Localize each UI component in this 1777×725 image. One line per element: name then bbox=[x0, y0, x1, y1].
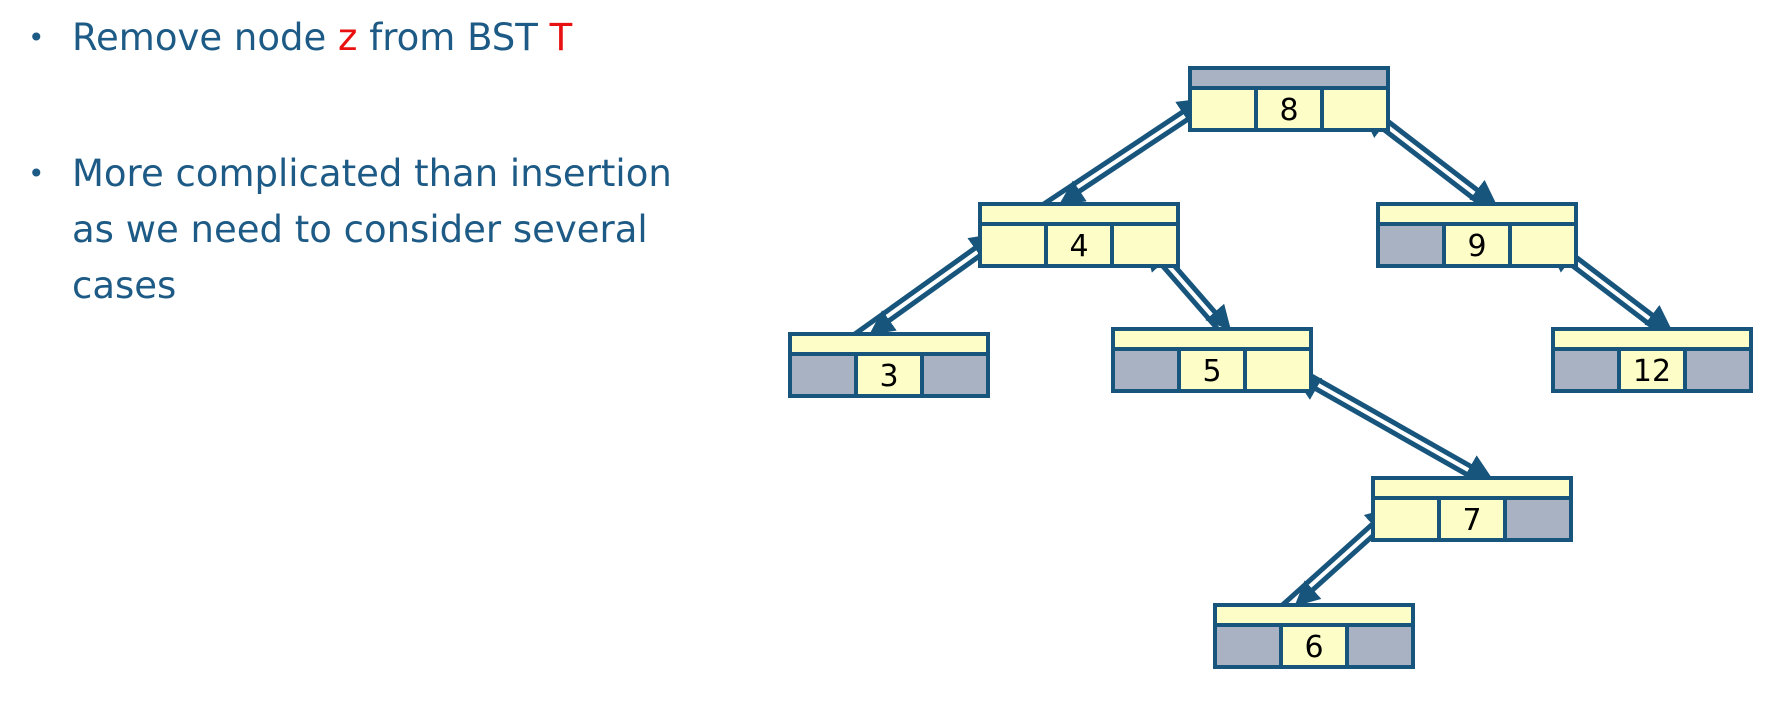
parent-pointer-field bbox=[1551, 327, 1753, 351]
parent-pointer-field bbox=[1111, 327, 1313, 351]
key-field bbox=[1442, 222, 1512, 268]
node-key-label: 9 bbox=[1467, 229, 1486, 264]
tree-node-6: 6 bbox=[1213, 603, 1415, 669]
node-key-label: 7 bbox=[1462, 503, 1481, 538]
node-key-label: 3 bbox=[879, 359, 898, 394]
bullet-item-1: • Remove node z from BST T bbox=[28, 10, 708, 66]
key-field bbox=[1617, 347, 1687, 393]
parent-pointer-field bbox=[1371, 476, 1573, 500]
right-pointer-field bbox=[920, 352, 990, 398]
parent-pointer-field bbox=[1376, 202, 1578, 226]
tree-node-4: 4 bbox=[978, 202, 1180, 268]
tree-node-7: 7 bbox=[1371, 476, 1573, 542]
bullet-dot: • bbox=[28, 157, 45, 190]
right-pointer-field bbox=[1320, 86, 1390, 132]
bullet-dot: • bbox=[28, 21, 45, 54]
bullet-part: More complicated than insertion as we ne… bbox=[72, 152, 672, 307]
tree-node-5: 5 bbox=[1111, 327, 1313, 393]
bullet-part: from BST bbox=[357, 16, 550, 59]
parent-pointer-field bbox=[1188, 66, 1390, 90]
left-pointer-field bbox=[1213, 623, 1283, 669]
key-field bbox=[1437, 496, 1507, 542]
parent-pointer-arrow bbox=[1279, 507, 1391, 608]
parent-pointer-arrow bbox=[852, 233, 996, 337]
parent-pointer-field bbox=[1213, 603, 1415, 627]
left-pointer-field bbox=[788, 352, 858, 398]
bullet-part-highlight: T bbox=[549, 16, 573, 59]
bullet-part: Remove node bbox=[72, 16, 339, 59]
node-key-label: 6 bbox=[1304, 630, 1323, 665]
left-pointer-field bbox=[1188, 86, 1258, 132]
right-pointer-field bbox=[1683, 347, 1753, 393]
tree-nodes: 8 4 9 3 5 12 7 6 bbox=[788, 66, 1753, 669]
right-pointer-field bbox=[1503, 496, 1573, 542]
right-pointer-field bbox=[1508, 222, 1578, 268]
node-key-label: 4 bbox=[1069, 229, 1088, 264]
right-pointer-field bbox=[1345, 623, 1415, 669]
node-key-label: 12 bbox=[1633, 354, 1671, 389]
bullet-item-2: • More complicated than insertion as we … bbox=[28, 146, 708, 314]
node-key-label: 5 bbox=[1202, 354, 1221, 389]
left-pointer-field bbox=[978, 222, 1048, 268]
tree-node-3: 3 bbox=[788, 332, 990, 398]
bullet-part-highlight: z bbox=[338, 16, 358, 59]
right-pointer-field bbox=[1110, 222, 1180, 268]
parent-pointer-arrow bbox=[1040, 98, 1204, 208]
tree-node-8: 8 bbox=[1188, 66, 1390, 132]
tree-node-9: 9 bbox=[1376, 202, 1578, 268]
parent-pointer-field bbox=[978, 202, 1180, 226]
tree-node-12: 12 bbox=[1551, 327, 1753, 393]
left-pointer-field bbox=[1111, 347, 1181, 393]
node-key-label: 8 bbox=[1279, 93, 1298, 128]
parent-pointer-field bbox=[788, 332, 990, 356]
bullet-list: • Remove node z from BST T • More compli… bbox=[28, 10, 708, 314]
key-field bbox=[1279, 623, 1349, 669]
left-pointer-field bbox=[1376, 222, 1446, 268]
right-pointer-field bbox=[1243, 347, 1313, 393]
left-pointer-field bbox=[1371, 496, 1441, 542]
left-pointer-field bbox=[1551, 347, 1621, 393]
